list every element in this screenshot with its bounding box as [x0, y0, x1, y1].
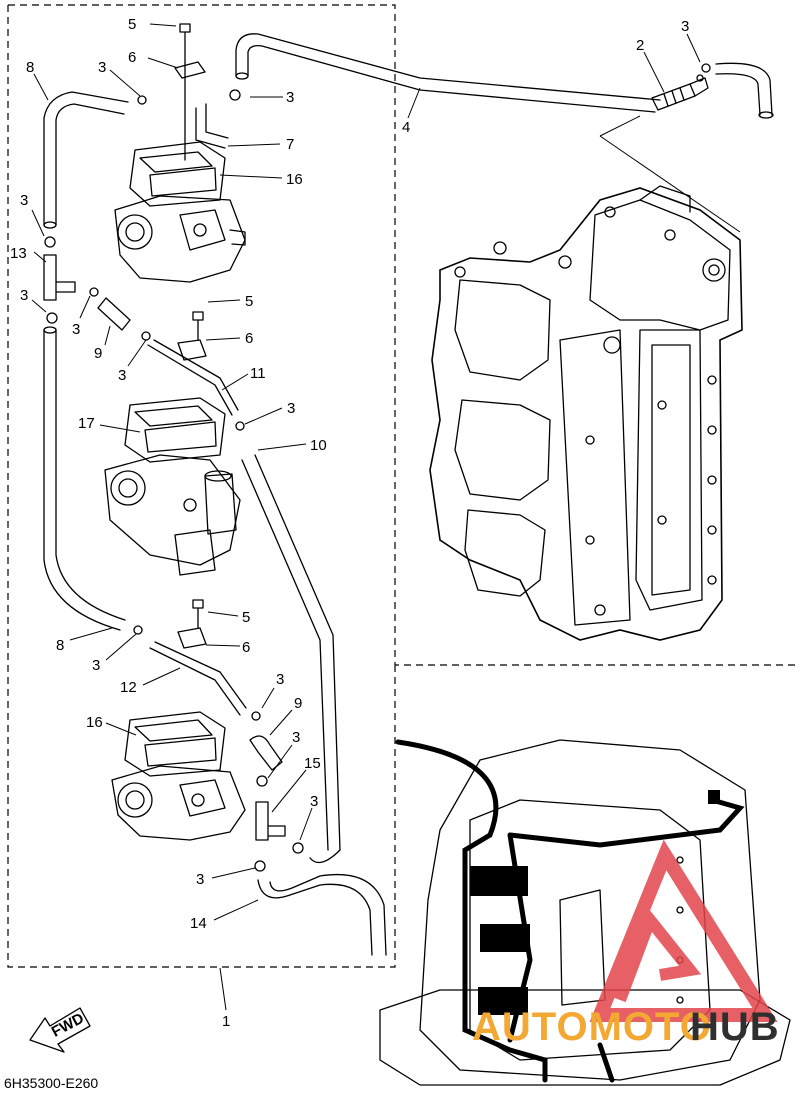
callout-11: 11: [250, 365, 266, 382]
watermark-logo: [589, 839, 778, 1022]
hose-10: [241, 454, 341, 851]
hose-9-middle: [97, 297, 131, 331]
callout-16: 16: [86, 714, 103, 731]
callout-3: 3: [118, 367, 126, 384]
callout-13: 13: [10, 245, 27, 262]
callout-3: 3: [196, 871, 204, 888]
callout-3: 3: [286, 89, 294, 106]
callout-5: 5: [245, 293, 253, 310]
joint-2: [651, 74, 709, 111]
carburetor-bottom: [111, 711, 246, 841]
watermark-text-a: AUTOMOTO: [472, 1005, 712, 1049]
callout-3: 3: [681, 18, 689, 35]
hose-8-top: [43, 91, 129, 121]
callout-3: 3: [98, 59, 106, 76]
callout-6: 6: [128, 49, 136, 66]
callout-6: 6: [242, 639, 250, 656]
callout-5: 5: [128, 16, 136, 33]
callout-3: 3: [72, 321, 80, 338]
callout-8: 8: [26, 59, 34, 76]
callout-7: 7: [286, 136, 294, 153]
dashed-frame: [7, 4, 800, 968]
callout-3: 3: [276, 671, 284, 688]
callout-labels: 5 6 3 8 3 2 3 4 7 16 3 13 3 3 9 3 5 6 11…: [10, 16, 689, 1030]
callout-10: 10: [310, 437, 327, 454]
hose-12: [149, 641, 247, 716]
carburetor-top: [114, 141, 246, 283]
leader-lines: [31, 23, 741, 1011]
clips: [44, 63, 711, 872]
callout-17: 17: [78, 415, 95, 432]
callout-9: 9: [294, 695, 302, 712]
callout-16: 16: [286, 171, 303, 188]
joint-15: [255, 801, 286, 841]
callout-1: 1: [222, 1013, 230, 1030]
callout-2: 2: [636, 37, 644, 54]
fwd-arrow: FWD: [29, 1007, 91, 1053]
callout-3: 3: [287, 400, 295, 417]
cylinder-block: [429, 185, 743, 641]
callout-3: 3: [310, 793, 318, 810]
callout-3: 3: [20, 192, 28, 209]
hose-11: [147, 339, 239, 416]
callout-6: 6: [245, 330, 253, 347]
hose-7: [195, 103, 229, 149]
hose-4: [235, 33, 774, 119]
callout-3: 3: [92, 657, 100, 674]
fwd-label: FWD: [49, 1010, 87, 1041]
callout-12: 12: [120, 679, 137, 696]
watermark-text-b: HUB: [690, 1005, 780, 1049]
screws-and-brackets: [174, 23, 207, 649]
joint-13: [43, 254, 76, 301]
callout-5: 5: [242, 609, 250, 626]
callout-3: 3: [292, 729, 300, 746]
callout-14: 14: [190, 915, 207, 932]
hose-14: [257, 873, 387, 956]
callout-3: 3: [20, 287, 28, 304]
callout-15: 15: [304, 755, 321, 772]
callout-8: 8: [56, 637, 64, 654]
callout-9: 9: [94, 345, 102, 362]
carburetor-middle: [104, 397, 241, 576]
diagram-code: 6H35300-E260: [4, 1075, 98, 1091]
callout-4: 4: [402, 119, 410, 136]
hose-8-drop: [43, 117, 57, 226]
